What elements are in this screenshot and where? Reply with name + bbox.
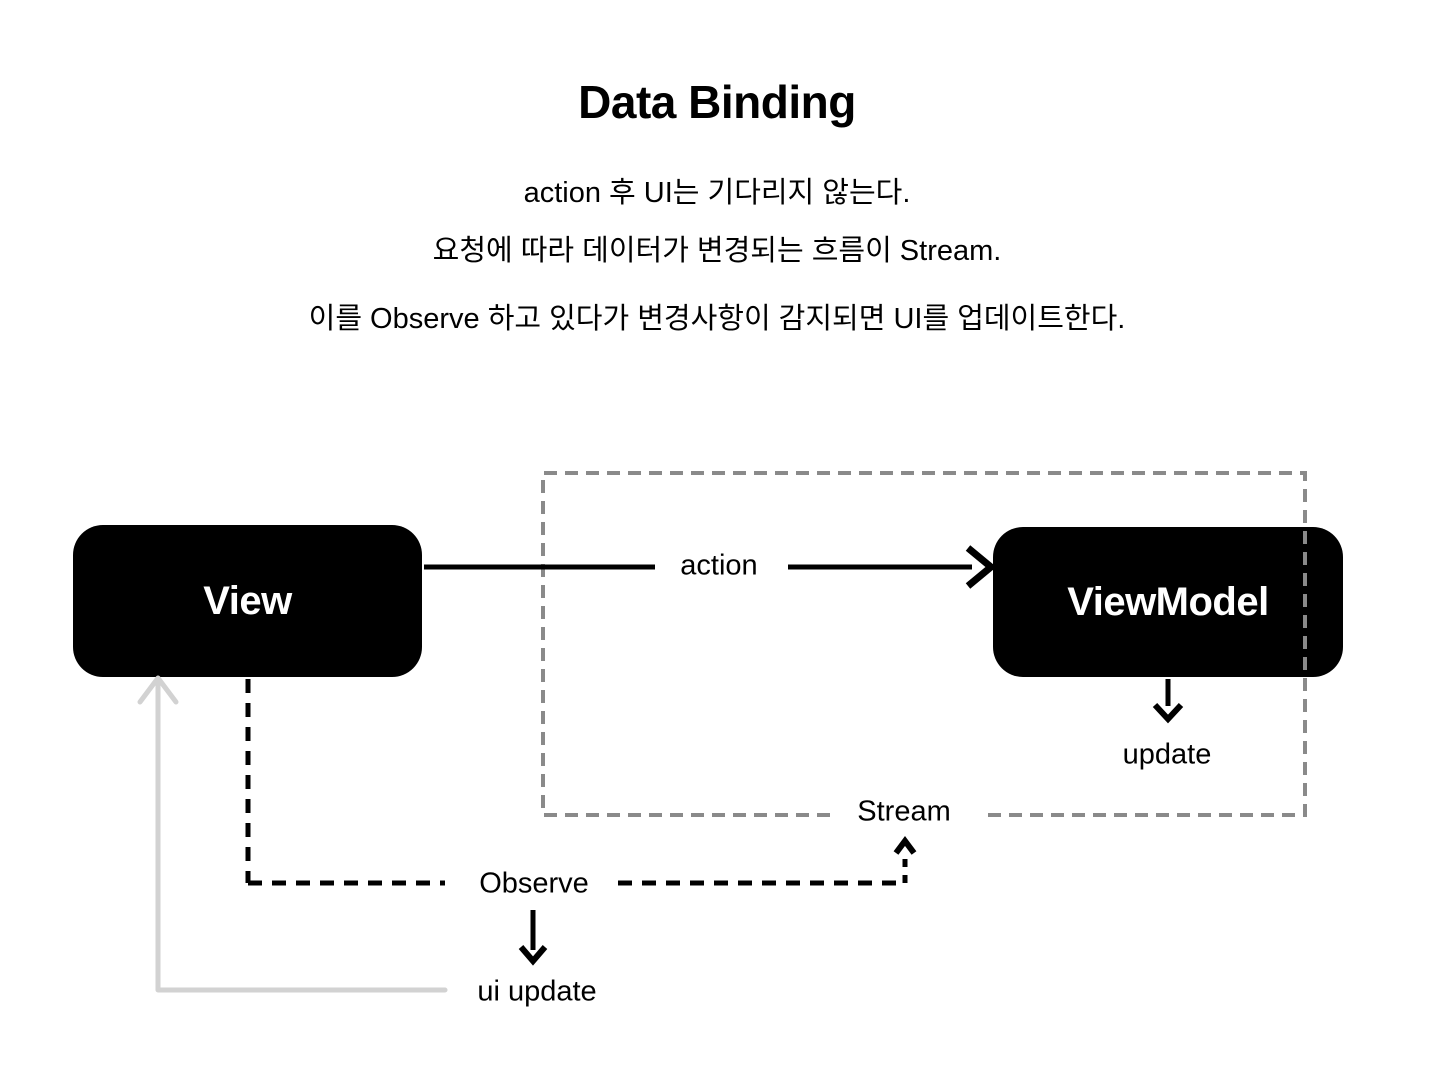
ui-update-arrowhead [137, 675, 179, 705]
stream-label: Stream [857, 795, 951, 828]
view-node: View [73, 525, 422, 677]
action-arrowhead [965, 545, 997, 589]
observe-dashed-line [245, 679, 905, 886]
observe-label: Observe [479, 867, 589, 900]
description-line-2: 요청에 따라 데이터가 변경되는 흐름이 Stream. [432, 235, 1002, 267]
ui-update-label: ui update [477, 975, 597, 1008]
observe-down-arrowhead [518, 945, 548, 966]
stream-boundary-box [541, 471, 1307, 817]
viewmodel-node: ViewModel [993, 527, 1343, 677]
page-title: Data Binding [578, 75, 856, 128]
update-arrowhead [1152, 702, 1184, 724]
view-node-label: View [203, 578, 292, 623]
ui-update-return-line [155, 679, 448, 993]
viewmodel-node-label: ViewModel [1067, 579, 1269, 624]
action-label: action [680, 549, 758, 582]
update-label: update [1122, 738, 1212, 771]
stream-arrowhead [893, 836, 917, 855]
description-line-3: 이를 Observe 하고 있다가 변경사항이 감지되면 UI를 업데이트한다. [308, 303, 1126, 335]
description-line-1: action 후 UI는 기다리지 않는다. [523, 177, 911, 209]
